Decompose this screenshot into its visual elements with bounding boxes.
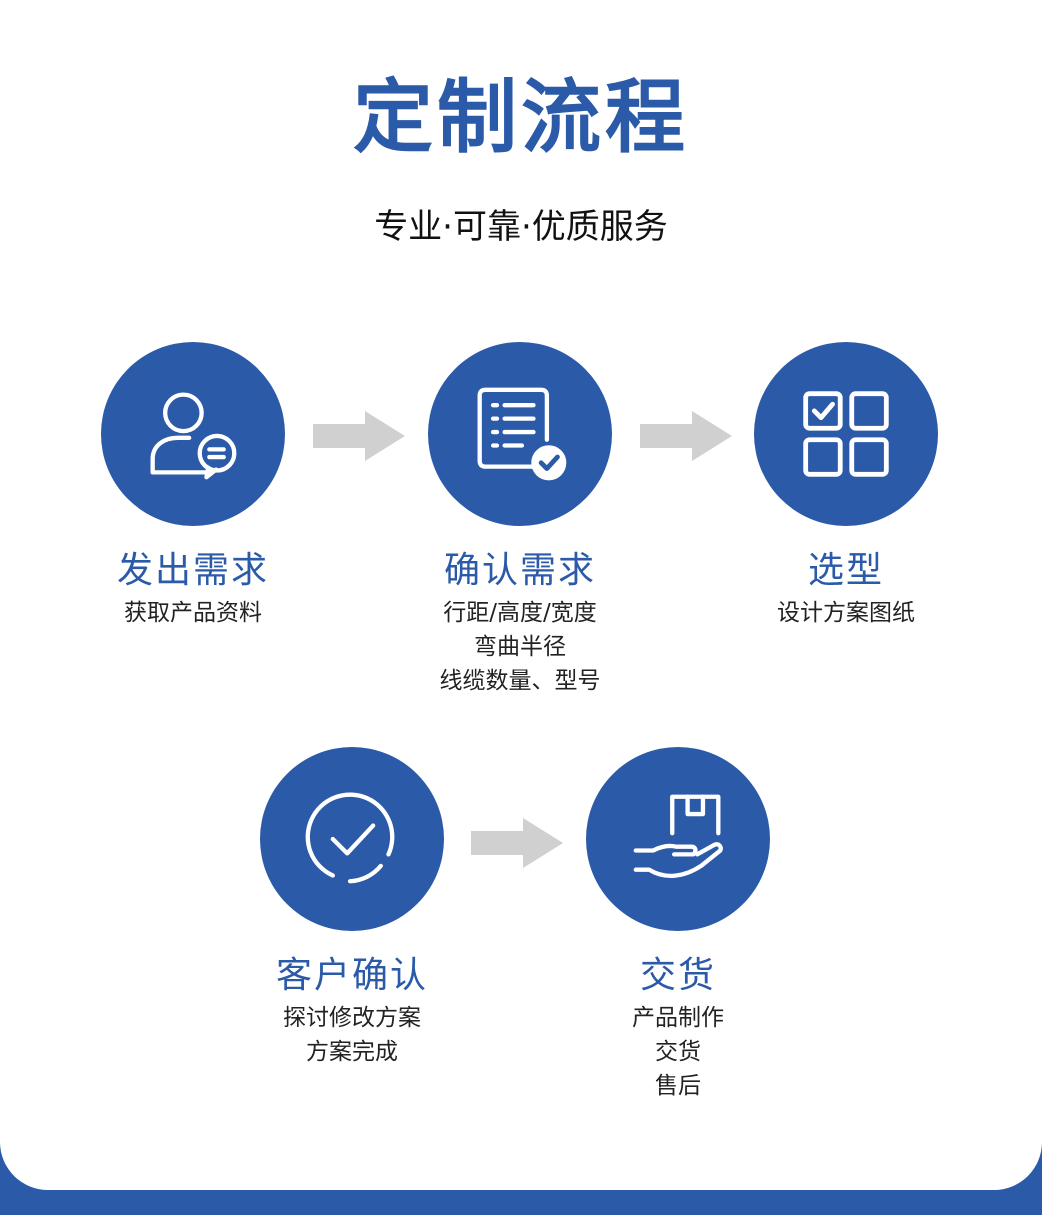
step-circle [260, 747, 444, 931]
step-desc-line: 弯曲半径 [474, 634, 566, 660]
process-card: 定制流程 专业·可靠·优质服务 发出需求 获取产品资料 [0, 0, 1042, 1190]
arrow-right-icon [471, 818, 563, 868]
step-desc-line: 设计方案图纸 [777, 600, 915, 626]
step-circle [586, 747, 770, 931]
step-description: 产品制作 交货 售后 [548, 1001, 808, 1103]
step-description: 行距/高度/宽度 弯曲半径 线缆数量、型号 [390, 596, 650, 698]
step-desc-line: 探讨修改方案 [283, 1005, 421, 1031]
step-delivery: 交货 产品制作 交货 售后 [548, 747, 808, 1103]
step-description: 获取产品资料 [63, 596, 323, 630]
page-title: 定制流程 [353, 71, 689, 164]
step-desc-line: 行距/高度/宽度 [443, 600, 597, 626]
circle-check-icon [305, 792, 395, 884]
user-chat-icon [150, 392, 237, 480]
bottom-brand-bar [0, 1190, 1042, 1215]
step-title: 交货 [639, 955, 716, 996]
step-title: 客户确认 [275, 955, 428, 996]
step-desc-line: 交货 [655, 1039, 701, 1065]
arrow-right-icon [640, 411, 732, 461]
step-description: 探讨修改方案 方案完成 [222, 1001, 482, 1069]
hand-box-icon [633, 794, 723, 878]
step-circle [428, 342, 612, 526]
page-subtitle: 专业·可靠·优质服务 [374, 207, 668, 247]
step-send-request: 发出需求 获取产品资料 [63, 342, 323, 630]
step-desc-line: 产品制作 [632, 1005, 724, 1031]
document-check-icon [477, 387, 567, 481]
step-title: 发出需求 [116, 550, 269, 591]
step-title: 确认需求 [443, 550, 596, 591]
step-desc-line: 线缆数量、型号 [439, 668, 601, 694]
grid-select-icon [803, 391, 889, 477]
arrow-right-icon [313, 411, 405, 461]
step-selection: 选型 设计方案图纸 [716, 342, 976, 630]
step-description: 设计方案图纸 [716, 596, 976, 630]
step-circle [754, 342, 938, 526]
step-desc-line: 获取产品资料 [124, 600, 262, 626]
step-circle [101, 342, 285, 526]
step-desc-line: 方案完成 [306, 1039, 398, 1065]
step-desc-line: 售后 [655, 1073, 701, 1099]
step-title: 选型 [807, 550, 884, 591]
step-confirm-request: 确认需求 行距/高度/宽度 弯曲半径 线缆数量、型号 [390, 342, 650, 698]
step-customer-confirm: 客户确认 探讨修改方案 方案完成 [222, 747, 482, 1069]
